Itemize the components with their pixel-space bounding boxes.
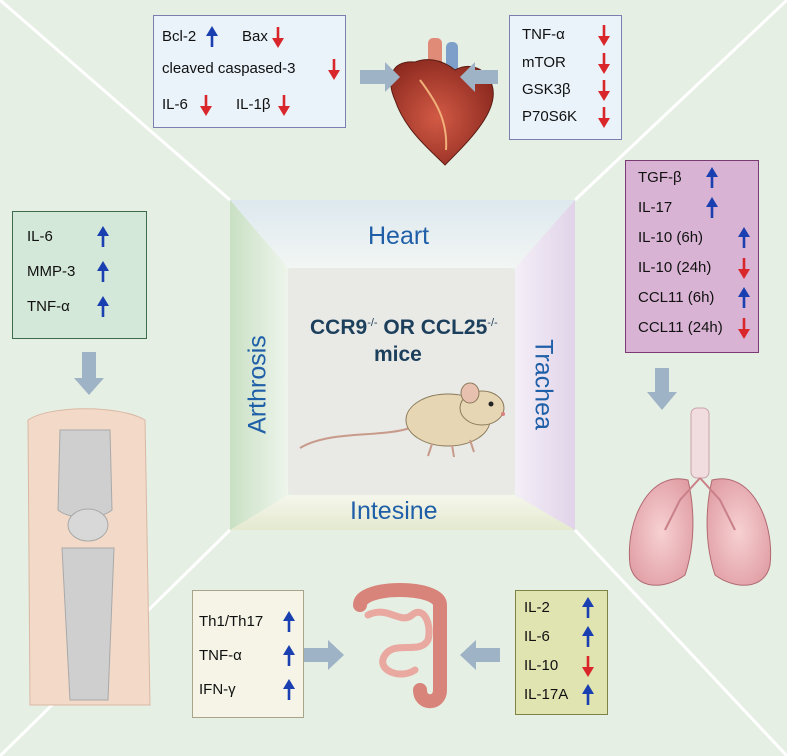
center-panel <box>288 268 515 495</box>
down-arrow-icon <box>200 95 212 116</box>
down-arrow-icon <box>598 107 610 128</box>
organ-label-intestine: Intesine <box>350 497 438 525</box>
ccr9-label: CCR9 <box>310 316 368 339</box>
organ-label-arthrosis: Arthrosis <box>243 335 272 434</box>
marker-label: TNF-α <box>199 647 242 664</box>
up-arrow-icon <box>738 287 750 308</box>
intestine-illustration <box>353 583 447 709</box>
marker-label: P70S6K <box>522 108 578 125</box>
down-arrow-icon <box>328 59 340 80</box>
marker-label: MMP-3 <box>27 263 76 280</box>
up-arrow-icon <box>283 679 295 700</box>
marker-label: IL-2 <box>524 599 550 616</box>
knee-illustration <box>27 408 151 706</box>
up-arrow-icon <box>706 197 718 218</box>
marker-label: IFN-γ <box>199 681 236 698</box>
ccl25-label: CCL25 <box>420 316 488 339</box>
down-arrow-icon <box>738 258 750 279</box>
ccl25-superscript: -/- <box>487 317 498 329</box>
marker-label: TNF-α <box>522 26 565 43</box>
marker-label: Bcl-2 <box>162 28 197 45</box>
marker-label: IL-10 (24h) <box>638 259 712 276</box>
marker-label: IL-6 <box>27 228 53 245</box>
marker-label: TNF-α <box>27 298 70 315</box>
up-arrow-icon <box>738 227 750 248</box>
down-arrow-icon <box>272 27 284 48</box>
marker-label: IL-10 <box>524 657 559 674</box>
arthrosis-panel <box>230 200 288 530</box>
up-arrow-icon <box>283 611 295 632</box>
marker-label: Th1/Th17 <box>199 613 264 630</box>
up-arrow-icon <box>706 167 718 188</box>
marker-label: TGF-β <box>638 169 682 186</box>
or-label: OR <box>383 316 415 339</box>
heart-illustration <box>390 38 494 166</box>
heart-panel <box>230 200 575 268</box>
marker-label: IL-10 (6h) <box>638 229 704 246</box>
down-arrow-icon <box>738 318 750 339</box>
up-arrow-icon <box>283 645 295 666</box>
marker-label: CCL11 (6h) <box>638 289 715 306</box>
up-arrow-icon <box>97 296 109 317</box>
up-arrow-icon <box>582 684 594 705</box>
center-title-line2: mice <box>374 343 422 366</box>
down-arrow-icon <box>278 95 290 116</box>
marker-label: IL-17A <box>524 686 569 703</box>
down-arrow-icon <box>598 25 610 46</box>
marker-label: GSK3β <box>522 81 571 98</box>
lungs-illustration <box>628 407 772 586</box>
up-arrow-icon <box>97 226 109 247</box>
down-arrow-icon <box>598 53 610 74</box>
marker-label: IL-6 <box>162 96 188 113</box>
down-arrow-icon <box>582 656 594 677</box>
connector-arrows <box>74 62 677 670</box>
marker-label: IL-6 <box>524 628 550 645</box>
intestine-panel <box>230 495 575 530</box>
trachea-panel <box>515 200 575 530</box>
marker-label: CCL11 (24h) <box>638 319 723 336</box>
up-arrow-icon <box>97 261 109 282</box>
marker-label: IL-17 <box>638 199 673 216</box>
marker-label: IL-1β <box>236 96 271 113</box>
down-arrow-icon <box>598 80 610 101</box>
organ-label-trachea: Trachea <box>529 339 558 430</box>
up-arrow-icon <box>582 597 594 618</box>
marker-label: cleaved caspased-3 <box>162 60 296 77</box>
up-arrow-icon <box>582 626 594 647</box>
ccr9-superscript: -/- <box>367 317 378 329</box>
mouse-illustration <box>299 382 505 458</box>
up-arrow-icon <box>206 26 218 47</box>
marker-label: mTOR <box>522 54 566 71</box>
center-title-line1: CCR9-/- OR CCL25-/- <box>310 316 498 340</box>
organ-label-heart: Heart <box>368 222 430 250</box>
marker-label: Bax <box>242 28 268 45</box>
